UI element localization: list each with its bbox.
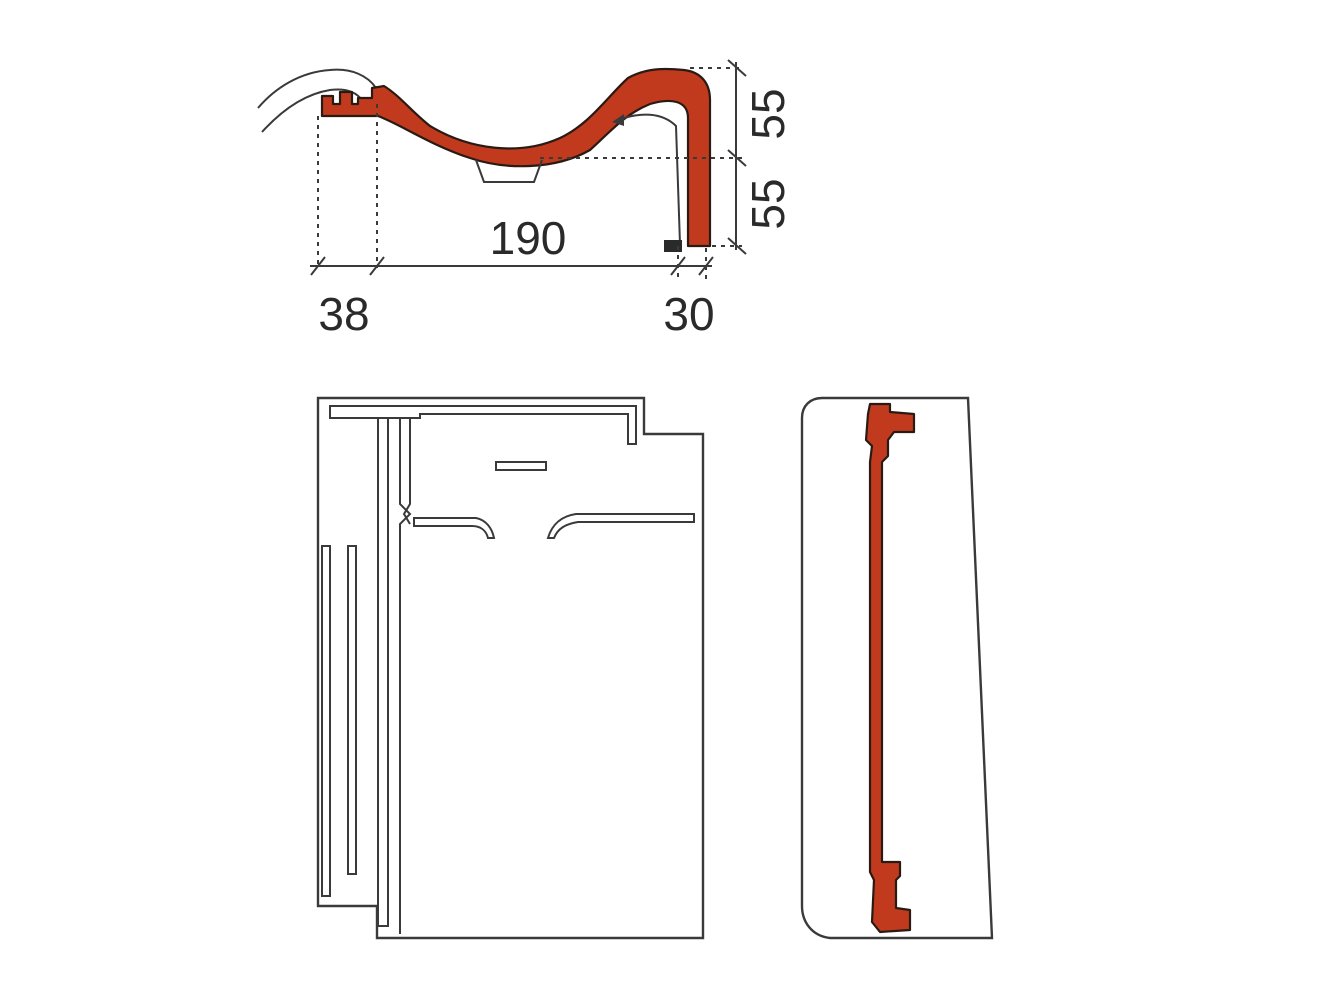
dim-tick	[727, 59, 747, 77]
side-groove-inner	[347, 545, 357, 875]
dimension-label-right-lap: 30	[663, 288, 714, 340]
tile-front-view	[316, 396, 705, 940]
cross-section-view: 190 38 30 55 55	[257, 59, 794, 340]
head-lap-left	[413, 517, 496, 539]
adjacent-tile-outline	[257, 68, 377, 109]
interlock-arrow	[612, 114, 624, 126]
tile-profile-section	[320, 67, 712, 248]
head-lap-right	[546, 513, 695, 539]
adjacent-tile-outline-inner	[261, 88, 363, 133]
dimension-label-height-upper: 55	[742, 88, 794, 139]
dim-tick	[727, 237, 747, 255]
nib-slot	[495, 461, 547, 471]
dimension-label-height-lower: 55	[742, 178, 794, 229]
dim-tick	[727, 149, 747, 167]
head-lap-rib	[399, 418, 412, 934]
dim-tick	[310, 256, 326, 276]
dim-tick	[698, 256, 714, 276]
side-groove-outer	[321, 545, 331, 897]
head-lap-rib-inner	[402, 418, 411, 525]
tile-front-outline	[316, 396, 705, 940]
tile-side-outline	[800, 396, 994, 940]
interlock-hook	[617, 113, 681, 245]
top-interlock-channel	[329, 405, 637, 445]
tile-nib	[475, 159, 543, 183]
dim-tick	[369, 256, 385, 276]
side-interlock-rib	[377, 417, 389, 927]
tile-side-view	[800, 396, 994, 940]
dim-tick	[670, 256, 686, 276]
interlock-foot	[664, 240, 682, 252]
dimension-label-cover-width: 190	[490, 212, 567, 264]
dimension-label-left-lap: 38	[318, 288, 369, 340]
tile-side-section	[864, 402, 916, 934]
